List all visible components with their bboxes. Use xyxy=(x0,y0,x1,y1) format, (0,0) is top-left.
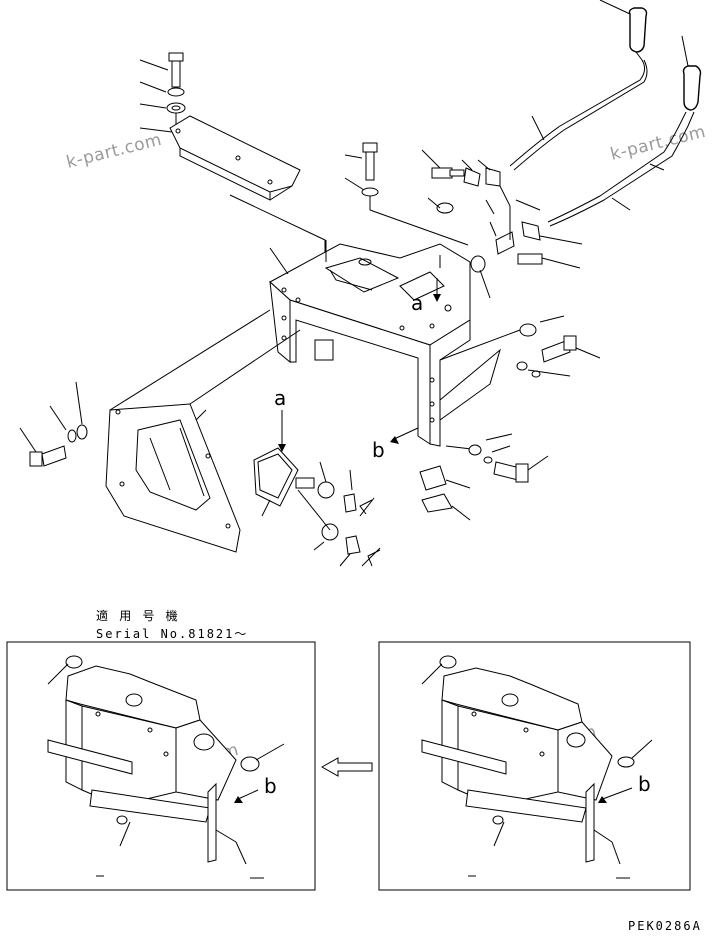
serial-caption-title: 適 用 号 機 xyxy=(96,608,180,623)
serial-caption-number: Serial No.81821～ xyxy=(96,627,248,641)
main-bracket-frame xyxy=(269,240,471,447)
inset-right-bracket xyxy=(421,655,653,865)
callout-a-detail-label: a xyxy=(274,386,286,410)
inset-right-callout-b: b xyxy=(638,772,651,796)
side-cover-plate xyxy=(105,309,301,553)
top-bolt-assembly xyxy=(139,52,186,128)
drawing-code: PEK0286A xyxy=(628,919,702,933)
inset-new-version xyxy=(6,641,316,891)
linkage-small-parts xyxy=(421,149,583,299)
watermark-left: k-part.com xyxy=(64,130,164,173)
control-lever-1 xyxy=(509,0,648,171)
callout-b-label: b xyxy=(372,438,385,462)
rubber-pads xyxy=(419,465,471,521)
inset-left-callout-b: b xyxy=(264,774,277,798)
side-cover-bolt xyxy=(19,381,88,467)
center-bolt-assembly xyxy=(344,142,469,246)
top-cover-plate xyxy=(139,115,326,262)
valve-assembly xyxy=(253,447,381,567)
inset-old-version xyxy=(378,641,691,891)
right-side-bolts xyxy=(468,315,601,483)
control-lever-2 xyxy=(547,35,702,227)
watermark-right: k-part.com xyxy=(608,122,708,165)
inset-left-bracket xyxy=(47,655,285,865)
callout-a-label: a xyxy=(411,291,423,315)
transition-arrow xyxy=(320,757,373,777)
